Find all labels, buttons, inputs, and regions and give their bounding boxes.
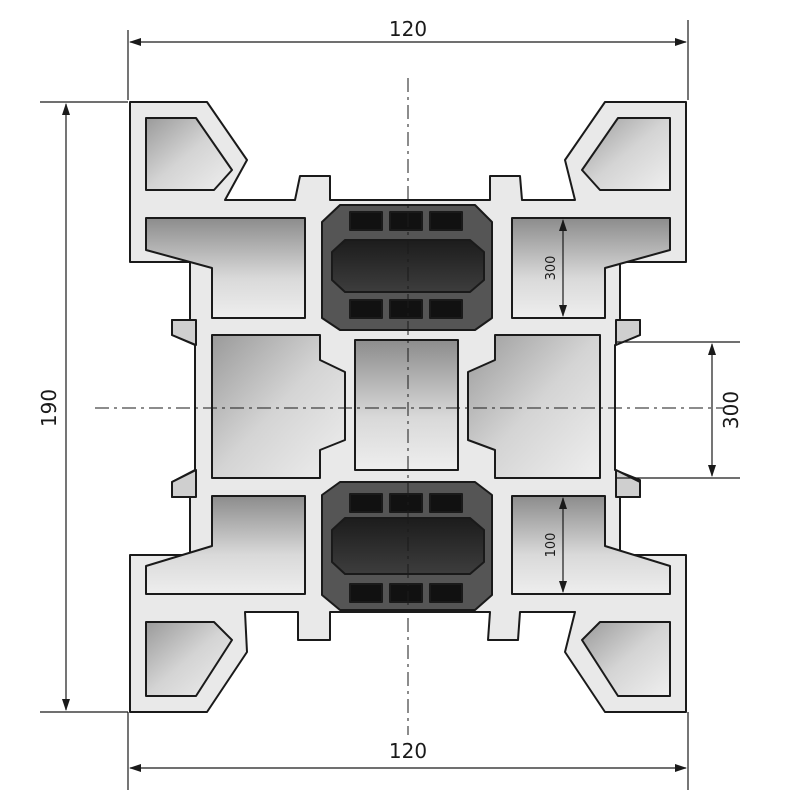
profile-body <box>129 101 687 713</box>
insulator-lower-slot-3 <box>429 493 463 513</box>
insulator-lower-slot-5 <box>389 583 423 603</box>
dimension-lines <box>40 20 740 790</box>
dim-text-bottom: 120 <box>389 739 427 763</box>
wing-cavity-top-left <box>145 217 306 319</box>
insulator-lower-slot-6 <box>429 583 463 603</box>
corner-channel-bottom-left <box>145 621 233 697</box>
center-chamber <box>354 339 459 471</box>
dim-text-right: 300 <box>719 391 743 429</box>
slot-left-bottom <box>171 469 197 498</box>
dim-text-top: 120 <box>389 17 427 41</box>
insulator-lower-slot-4 <box>349 583 383 603</box>
slot-right-bottom <box>615 469 641 498</box>
corner-channel-top-right <box>581 117 671 191</box>
insulator-lower-slot-1 <box>349 493 383 513</box>
insulator-upper-slot-1 <box>349 211 383 231</box>
insulator-lower-slot-2 <box>389 493 423 513</box>
insulator-lower <box>321 481 493 611</box>
corner-channel-bottom-right <box>581 621 671 697</box>
insulator-upper-slot-4 <box>349 299 383 319</box>
insulator-upper-slot-2 <box>389 211 423 231</box>
corner-channel-top-left <box>145 117 233 191</box>
insulator-upper-core <box>331 239 485 293</box>
slot-right-top <box>615 319 641 346</box>
side-chamber-right <box>467 334 601 479</box>
slot-left-top <box>171 319 197 346</box>
dim-text-lower-cavity: 100 <box>544 533 559 558</box>
insulator-upper-slot-3 <box>429 211 463 231</box>
wing-cavity-top-right <box>511 217 671 319</box>
insulator-upper <box>321 204 493 331</box>
side-chamber-left <box>211 334 346 479</box>
insulator-upper-slot-5 <box>389 299 423 319</box>
wing-cavity-bottom-right <box>511 495 671 595</box>
insulator-upper-slot-6 <box>429 299 463 319</box>
dim-text-upper-cavity: 300 <box>544 256 559 281</box>
center-lines <box>95 78 725 735</box>
wing-cavity-bottom-left <box>145 495 306 595</box>
dim-text-left: 190 <box>37 389 61 427</box>
